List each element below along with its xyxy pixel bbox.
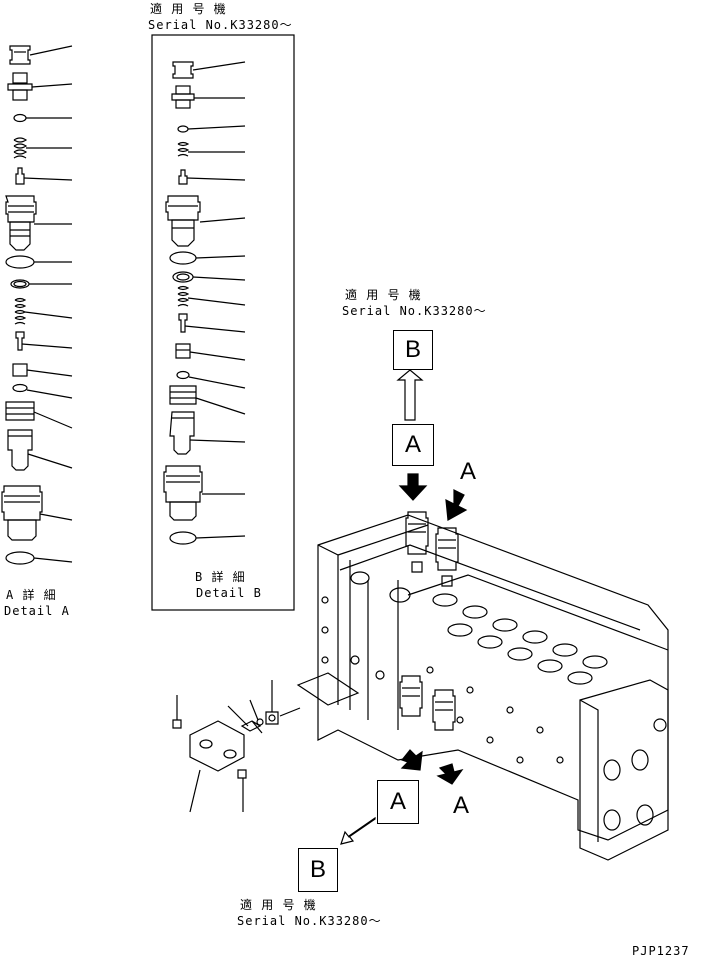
callout-box-b-bottom: B bbox=[298, 848, 338, 892]
applicable-jp-mid: 適 用 号 機 bbox=[345, 288, 422, 302]
detail-b-parts bbox=[163, 61, 246, 545]
callout-arrows bbox=[340, 369, 468, 845]
control-valve-assembly bbox=[296, 511, 669, 861]
serial-text-bottom: Serial No.K33280～ bbox=[237, 914, 382, 928]
part-code: PJP1237 bbox=[632, 944, 690, 958]
applicable-jp-top: 適 用 号 機 bbox=[150, 2, 227, 16]
detail-a-parts bbox=[1, 45, 73, 565]
callout-letter-a-bottom: A bbox=[453, 792, 470, 819]
detail-a-en: Detail A bbox=[4, 604, 70, 618]
detail-b-frame bbox=[151, 34, 295, 611]
callout-box-a-top: A bbox=[392, 424, 434, 466]
applicable-jp-bottom: 適 用 号 機 bbox=[240, 898, 317, 912]
loose-parts bbox=[172, 680, 301, 813]
callout-letter-a-top: A bbox=[460, 458, 477, 485]
callout-box-a-bottom: A bbox=[377, 780, 419, 824]
detail-b-en: Detail B bbox=[196, 586, 262, 600]
serial-text-mid: Serial No.K33280～ bbox=[342, 304, 487, 318]
detail-b-jp: B 詳 細 bbox=[195, 570, 246, 584]
callout-box-b-top: B bbox=[393, 330, 433, 370]
detail-a-jp: A 詳 細 bbox=[6, 588, 57, 602]
serial-text-top: Serial No.K33280～ bbox=[148, 18, 293, 32]
